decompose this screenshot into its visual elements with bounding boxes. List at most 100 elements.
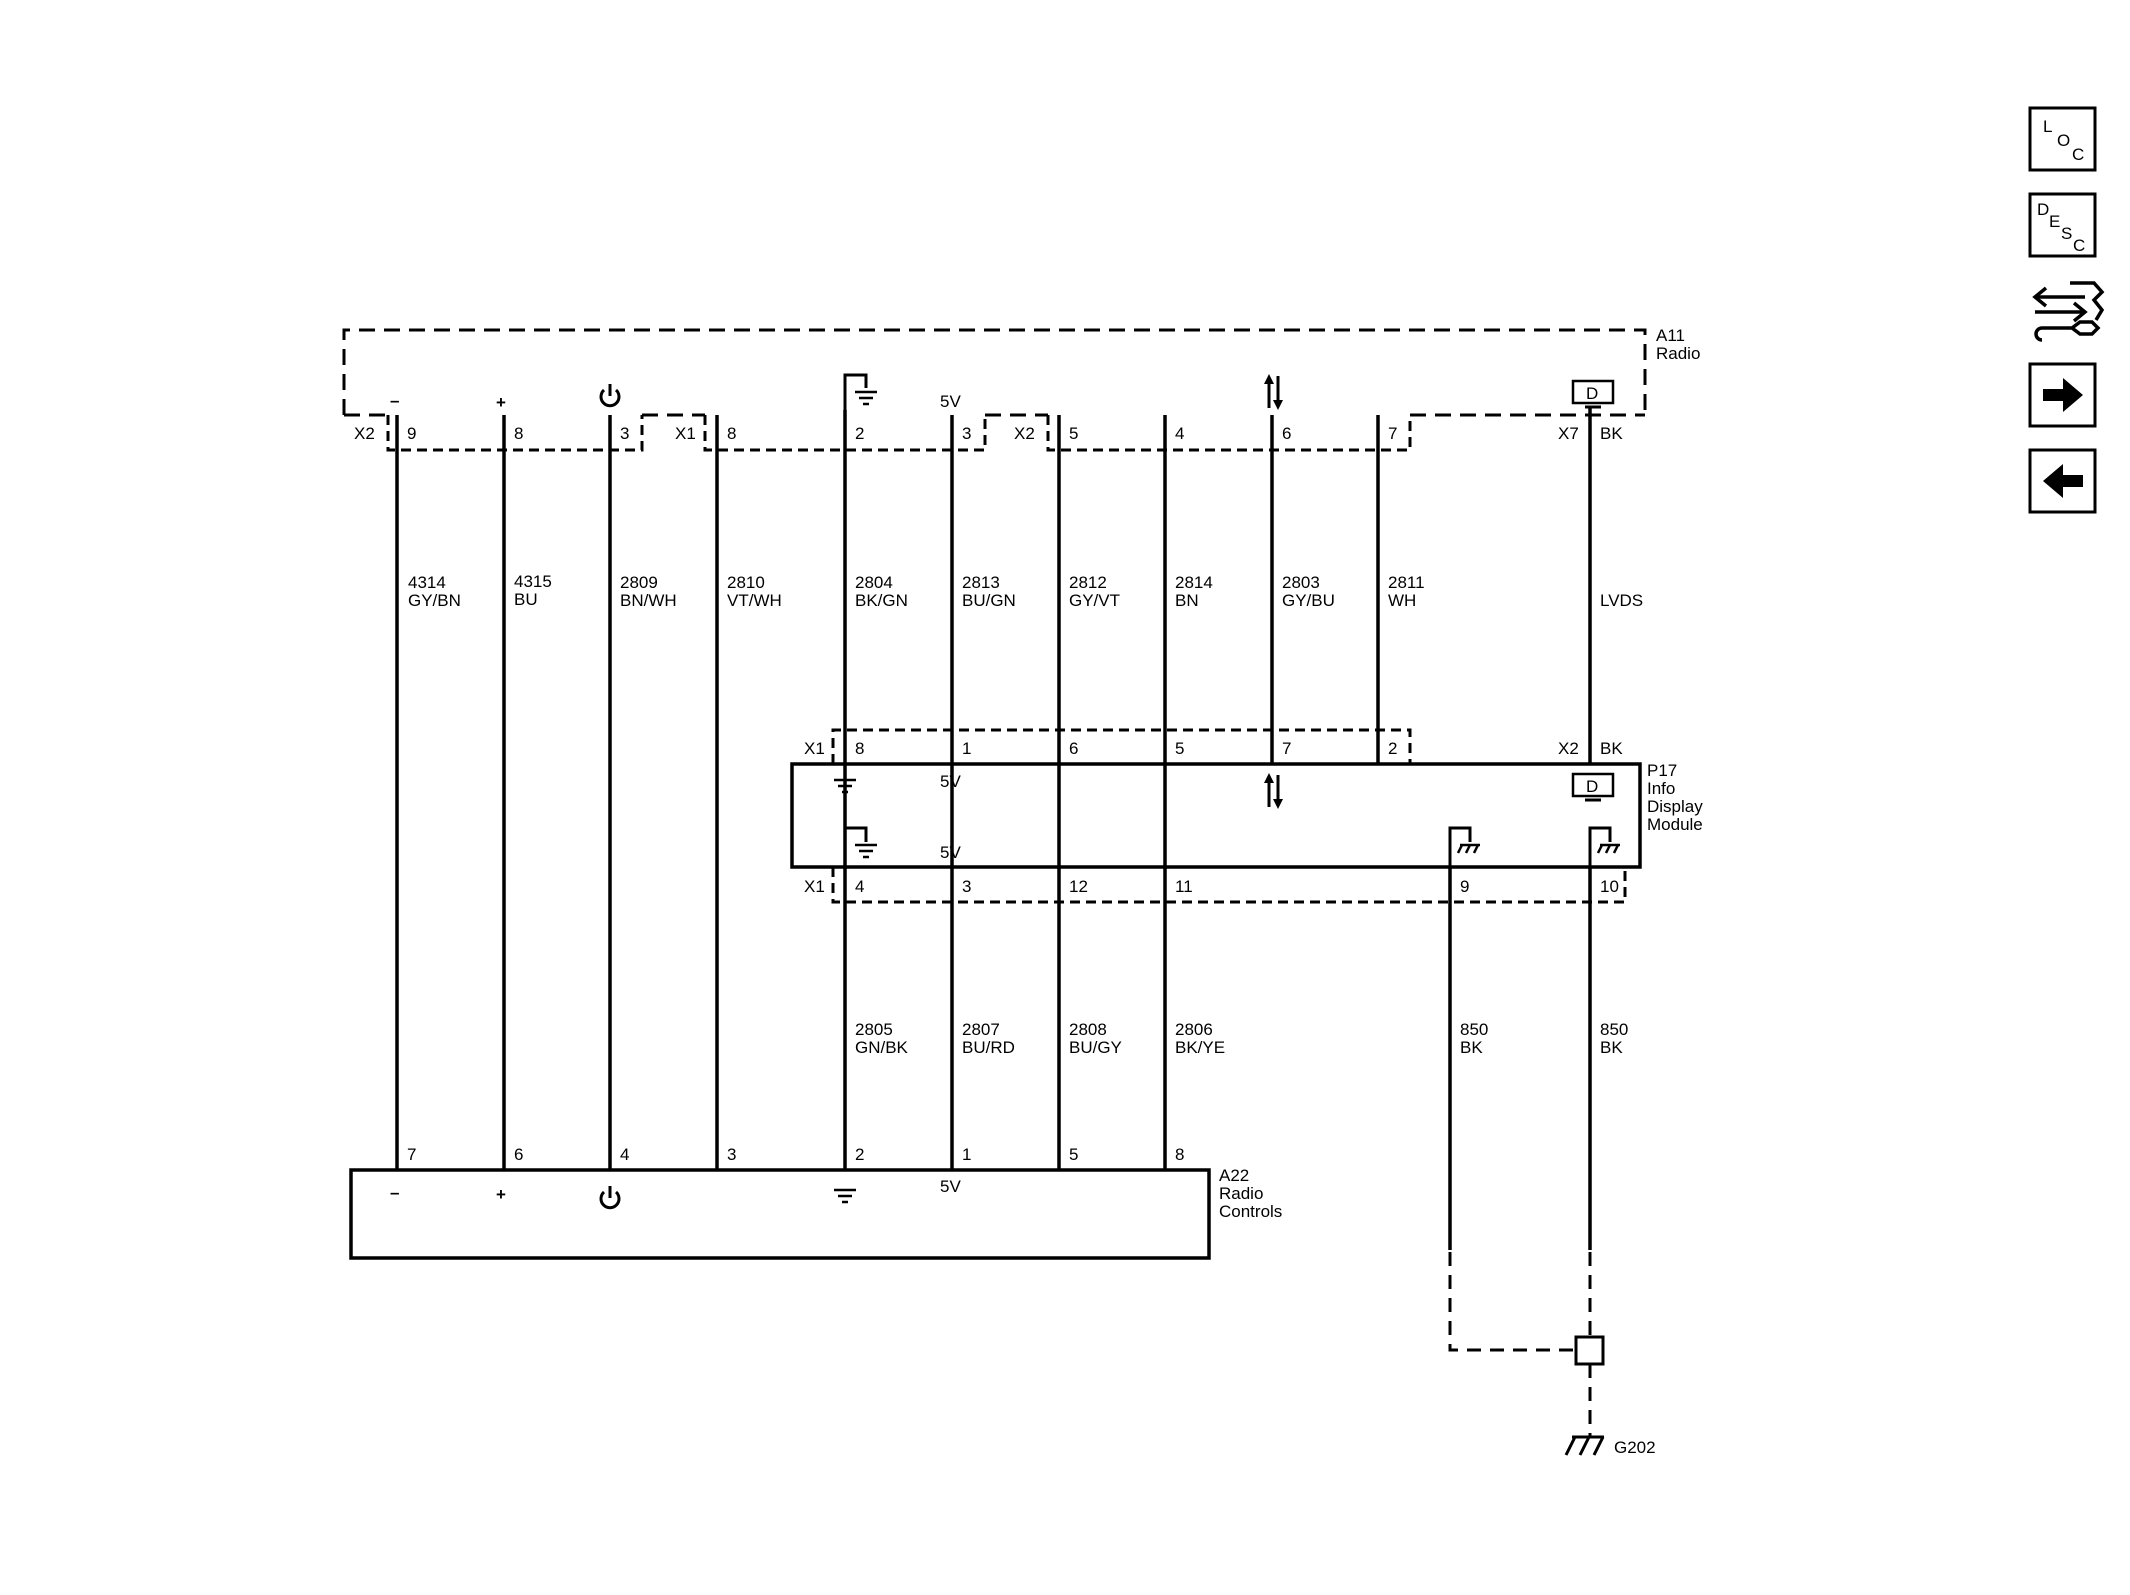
svg-text:2804: 2804 — [855, 573, 893, 592]
svg-text:WH: WH — [1388, 591, 1416, 610]
svg-text:C: C — [2072, 145, 2084, 164]
svg-text:C: C — [2073, 236, 2085, 255]
ground-wire-stub — [843, 373, 868, 410]
a22-pin: 3 — [727, 1145, 736, 1164]
ground-icon — [853, 390, 879, 406]
svg-text:2803: 2803 — [1282, 573, 1320, 592]
a22-pin: 8 — [1175, 1145, 1184, 1164]
svg-text:2810: 2810 — [727, 573, 765, 592]
loc-button[interactable]: L O C — [2028, 106, 2097, 172]
svg-text:BU/GN: BU/GN — [962, 591, 1016, 610]
svg-text:4315: 4315 — [514, 572, 552, 591]
five-volt-label: 5V — [940, 772, 961, 791]
lower-wire-labels: 2805 GN/BK 2807 BU/RD 2808 BU/GY 2806 BK… — [855, 1020, 1628, 1057]
a22-pin: 2 — [855, 1145, 864, 1164]
data-arrows-icon — [1262, 372, 1285, 412]
p17-bottom-pin: 10 — [1600, 877, 1619, 896]
desc-button[interactable]: D E S C — [2028, 192, 2097, 258]
chassis-ground-stub — [1448, 826, 1472, 867]
svg-text:O: O — [2057, 131, 2070, 150]
svg-text:2811: 2811 — [1388, 573, 1425, 592]
p17-top-pin: 5 — [1175, 739, 1184, 758]
arrow-right-icon — [2043, 378, 2083, 412]
svg-text:GN/BK: GN/BK — [855, 1038, 909, 1057]
a11-radio: A11 Radio – + 5V D X2 X1 X2 X7 BK 9 8 3 … — [342, 326, 1700, 452]
p17-bottom-pin: 4 — [855, 877, 864, 896]
svg-text:D: D — [2037, 200, 2049, 219]
p17-top-pin: 6 — [1069, 739, 1078, 758]
wire-label: 2813 BU/GN — [962, 573, 1016, 610]
a22-id: A22 — [1219, 1166, 1249, 1185]
five-volt-label: 5V — [940, 392, 961, 411]
svg-text:2813: 2813 — [962, 573, 1000, 592]
a11-connector-x2-left: X2 — [354, 424, 375, 443]
upper-wire-lines — [395, 407, 1592, 1170]
svg-text:2807: 2807 — [962, 1020, 1000, 1039]
svg-text:2808: 2808 — [1069, 1020, 1107, 1039]
wire-label: 2812 GY/VT — [1069, 573, 1120, 610]
a11-pin: 2 — [855, 424, 864, 443]
a11-connector-x2-right: X2 — [1014, 424, 1035, 443]
p17-top-pin: 1 — [962, 739, 971, 758]
wire-label: 2807 BU/RD — [962, 1020, 1015, 1057]
svg-text:850: 850 — [1460, 1020, 1488, 1039]
svg-text:BK/YE: BK/YE — [1175, 1038, 1225, 1057]
svg-text:VT/WH: VT/WH — [727, 591, 782, 610]
wire-label: 2811 WH — [1388, 573, 1425, 610]
back-button[interactable] — [2028, 448, 2097, 514]
a22-pin: 6 — [514, 1145, 523, 1164]
svg-text:GY/BN: GY/BN — [408, 591, 461, 610]
next-button[interactable] — [2028, 362, 2097, 428]
wire-label: 2803 GY/BU — [1282, 573, 1335, 610]
svg-text:4314: 4314 — [408, 573, 446, 592]
p17-name-line: Display — [1647, 797, 1703, 816]
wire-label: 4314 GY/BN — [408, 573, 461, 610]
power-icon — [599, 1184, 621, 1210]
wire-label: 2808 BU/GY — [1069, 1020, 1122, 1057]
g202-ground: G202 — [1564, 1435, 1656, 1457]
svg-text:BU/RD: BU/RD — [962, 1038, 1015, 1057]
p17-top-pin: 7 — [1282, 739, 1291, 758]
wire-label: 850 BK — [1460, 1020, 1488, 1057]
plus-symbol: + — [496, 393, 506, 412]
a22-pin: 4 — [620, 1145, 629, 1164]
a11-pin: 3 — [962, 424, 971, 443]
p17-connector-x2-top: X2 — [1558, 739, 1579, 758]
a11-connector-x1: X1 — [675, 424, 696, 443]
svg-text:2809: 2809 — [620, 573, 658, 592]
svg-text:2812: 2812 — [1069, 573, 1107, 592]
ground-wire-stub — [843, 826, 868, 867]
ground-icon — [853, 843, 879, 859]
a22-name-line: Controls — [1219, 1202, 1282, 1221]
p17-x2-color: BK — [1600, 739, 1623, 758]
svg-text:2806: 2806 — [1175, 1020, 1213, 1039]
p17-name-line: Module — [1647, 815, 1703, 834]
svg-text:BK/GN: BK/GN — [855, 591, 908, 610]
data-arrows-icon — [1262, 771, 1285, 811]
a22-name-line: Radio — [1219, 1184, 1263, 1203]
p17-name-line: Info — [1647, 779, 1675, 798]
a11-pin: 4 — [1175, 424, 1184, 443]
p17-top-pin: 8 — [855, 739, 864, 758]
p17-bottom-pin: 12 — [1069, 877, 1088, 896]
lower-wire-lines — [1448, 867, 1605, 1437]
ground-icon — [832, 1188, 858, 1204]
svg-text:L: L — [2043, 117, 2052, 136]
wire-label: 2814 BN — [1175, 573, 1213, 610]
a11-id: A11 — [1656, 326, 1685, 345]
p17-connector-x1-top: X1 — [804, 739, 825, 758]
a11-pin: 5 — [1069, 424, 1078, 443]
wire-label: 850 BK — [1600, 1020, 1628, 1057]
chassis-ground-stub — [1588, 826, 1612, 867]
a11-pin: 3 — [620, 424, 629, 443]
wire-label: 4315 BU — [514, 572, 552, 609]
lvds-label: LVDS — [1600, 591, 1643, 610]
a11-name: Radio — [1656, 344, 1700, 363]
connector-wrench-button[interactable] — [2032, 281, 2105, 342]
svg-text:GY/BU: GY/BU — [1282, 591, 1335, 610]
minus-symbol: – — [390, 1183, 399, 1202]
a22-radio-controls: A22 Radio Controls 7 6 4 3 2 1 5 8 – + 5… — [349, 1145, 1282, 1260]
a22-pin: 5 — [1069, 1145, 1078, 1164]
power-icon — [599, 382, 621, 408]
svg-text:BN/WH: BN/WH — [620, 591, 677, 610]
